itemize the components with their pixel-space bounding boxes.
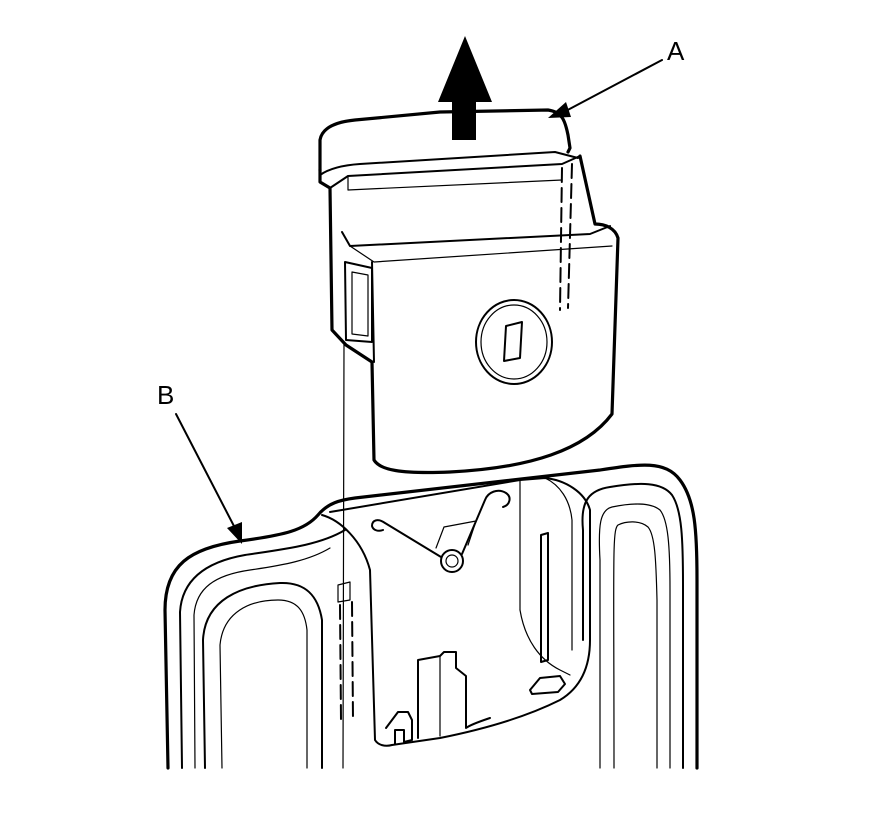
- base-floor-tab: [417, 651, 491, 739]
- base-pocket-inner-edge: [544, 477, 573, 651]
- base-outline: [163, 463, 699, 770]
- base-right-clip: [529, 675, 566, 695]
- base-left-frame-inner: [179, 529, 346, 769]
- spring: [371, 489, 511, 573]
- spring-right-arm: [461, 489, 511, 555]
- arrowhead-b-icon: [227, 522, 242, 544]
- guide-hidden-line-2: [351, 601, 354, 721]
- callout-label-a: A: [667, 36, 685, 66]
- lid-top-plate: [318, 108, 572, 172]
- lock-keyhole: [503, 321, 523, 362]
- lid-hidden-rail-2: [567, 163, 573, 309]
- base-right-opening-inner: [613, 521, 658, 769]
- alignment-line: [342, 341, 345, 769]
- base-right-frame-inner: [581, 482, 684, 769]
- lock-cylinder: [475, 299, 553, 385]
- callout-label-b: B: [157, 380, 175, 410]
- base-left-guide: [337, 581, 351, 603]
- leader-line-b: [175, 413, 237, 531]
- base-left-opening-inner: [219, 599, 308, 769]
- base-pocket-left-wall: [321, 514, 393, 747]
- lid-middle-step: [341, 225, 611, 247]
- lid-left-notch: [344, 261, 373, 343]
- spring-coil-outer: [440, 549, 464, 573]
- base-left-opening: [202, 581, 323, 769]
- spring-left-arm: [371, 519, 442, 558]
- lid-hidden-rail-1: [559, 167, 563, 311]
- base-slot: [540, 532, 549, 663]
- lock-bezel-inner: [480, 304, 548, 380]
- base-right-opening: [598, 503, 671, 769]
- part-b-base: [163, 463, 699, 770]
- base-left-frame-contour: [193, 547, 331, 769]
- lid-upper-step-edge: [347, 175, 563, 191]
- part-a-lid: [318, 108, 620, 769]
- leader-lines: [175, 59, 663, 544]
- base-left-clip: [385, 711, 413, 745]
- lid-upper-step: [329, 155, 581, 189]
- arrowhead-a-icon: [548, 102, 571, 118]
- lid-body-outline: [318, 154, 620, 475]
- lock-bezel-outer: [475, 299, 553, 385]
- leader-line-a: [561, 59, 663, 114]
- spring-mount: [435, 520, 477, 549]
- lid-left-notch-inner: [351, 271, 369, 337]
- up-arrow-icon: [438, 36, 492, 140]
- base-pocket-floor: [519, 609, 571, 676]
- lid-top-inner: [319, 151, 579, 176]
- spring-coil-inner: [445, 554, 459, 568]
- guide-hidden-line-1: [339, 604, 342, 721]
- base-pocket-rim: [329, 477, 591, 746]
- lid-middle-step-edge: [349, 245, 613, 263]
